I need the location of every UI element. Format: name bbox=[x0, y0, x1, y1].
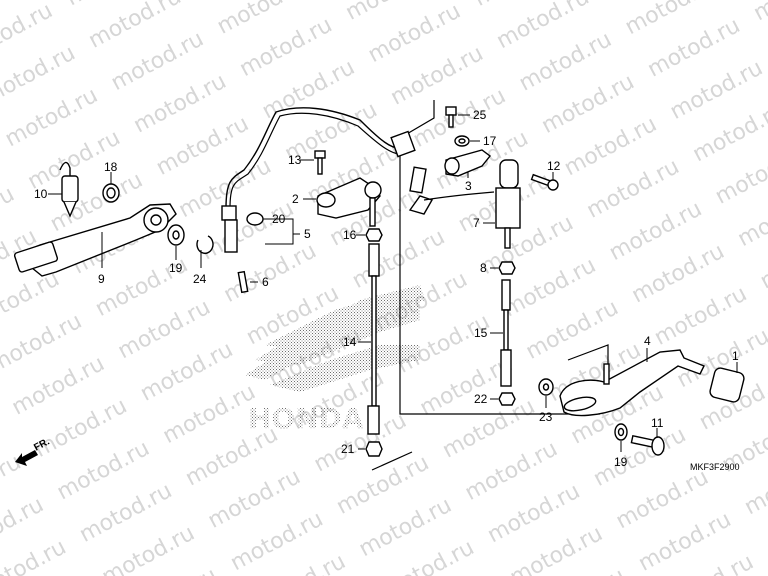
part-23-washer[interactable] bbox=[538, 378, 554, 408]
callout-18-upper: 18 bbox=[104, 160, 118, 174]
callout-3: 3 bbox=[465, 179, 472, 193]
part-21-nut[interactable] bbox=[358, 441, 383, 457]
callout-20: 20 bbox=[272, 212, 286, 226]
part-1-rubber-grip[interactable] bbox=[709, 362, 745, 403]
honda-logo-text: HONDA bbox=[248, 402, 364, 435]
part-8-nut[interactable] bbox=[490, 261, 516, 275]
callout-8: 8 bbox=[480, 261, 487, 275]
callout-17: 17 bbox=[483, 134, 497, 148]
honda-logo: HONDA bbox=[245, 285, 425, 435]
callout-19: 19 bbox=[169, 261, 183, 275]
front-arrow-icon bbox=[15, 450, 38, 466]
callout-12: 12 bbox=[547, 159, 561, 173]
callout-22: 22 bbox=[474, 392, 488, 406]
callout-14: 14 bbox=[343, 335, 357, 349]
callout-10: 10 bbox=[34, 187, 48, 201]
part-11-pivot-bolt[interactable] bbox=[630, 428, 665, 456]
callout-25: 25 bbox=[473, 108, 487, 122]
callout-11: 11 bbox=[651, 416, 664, 430]
part-13-bolt[interactable] bbox=[300, 150, 326, 175]
part-7-sensor[interactable] bbox=[408, 159, 521, 249]
callout-24: 24 bbox=[193, 272, 207, 286]
callout-7: 7 bbox=[473, 216, 480, 230]
part-15-shift-rod[interactable] bbox=[490, 279, 512, 387]
part-19-seal[interactable] bbox=[167, 224, 185, 260]
part-16-nut[interactable] bbox=[356, 228, 383, 242]
callout-21: 21 bbox=[341, 442, 355, 456]
callout-9: 9 bbox=[98, 272, 105, 286]
part-14-shift-rod[interactable] bbox=[358, 243, 380, 435]
part-22-nut[interactable] bbox=[490, 392, 516, 406]
callout-23: 23 bbox=[539, 410, 553, 424]
callout-16: 16 bbox=[343, 228, 357, 242]
part-18-washer-lower[interactable] bbox=[614, 423, 628, 452]
diagram-code: MKF3F2900 bbox=[690, 462, 740, 472]
part-9-brake-pedal[interactable] bbox=[13, 203, 177, 277]
part-4-gear-change-pedal[interactable] bbox=[559, 345, 705, 417]
callout-5: 5 bbox=[304, 227, 311, 241]
part-6-bolt[interactable] bbox=[237, 270, 258, 294]
callout-18-lower: 19 bbox=[614, 455, 628, 469]
callout-6: 6 bbox=[262, 275, 269, 289]
part-20-clamp[interactable] bbox=[246, 212, 270, 226]
callout-4: 4 bbox=[644, 334, 651, 348]
front-label: FR. bbox=[32, 436, 52, 453]
front-direction-indicator: FR. bbox=[15, 436, 52, 466]
part-12-bolt[interactable] bbox=[530, 172, 559, 191]
part-2-shift-arm[interactable] bbox=[303, 177, 382, 227]
part-17-washer[interactable] bbox=[454, 135, 480, 147]
part-5-sensor-assembly[interactable] bbox=[221, 107, 416, 253]
part-3-shift-arm[interactable] bbox=[444, 149, 491, 178]
callout-15: 15 bbox=[474, 326, 488, 340]
part-10-spring[interactable] bbox=[48, 161, 79, 218]
part-25-bolt[interactable] bbox=[445, 106, 470, 128]
part-18-washer[interactable] bbox=[102, 172, 120, 203]
callout-2: 2 bbox=[292, 192, 299, 206]
part-5-bracket bbox=[265, 218, 300, 245]
callout-13: 13 bbox=[288, 153, 302, 167]
callout-1: 1 bbox=[732, 349, 739, 363]
part-24-circlip[interactable] bbox=[196, 235, 214, 268]
